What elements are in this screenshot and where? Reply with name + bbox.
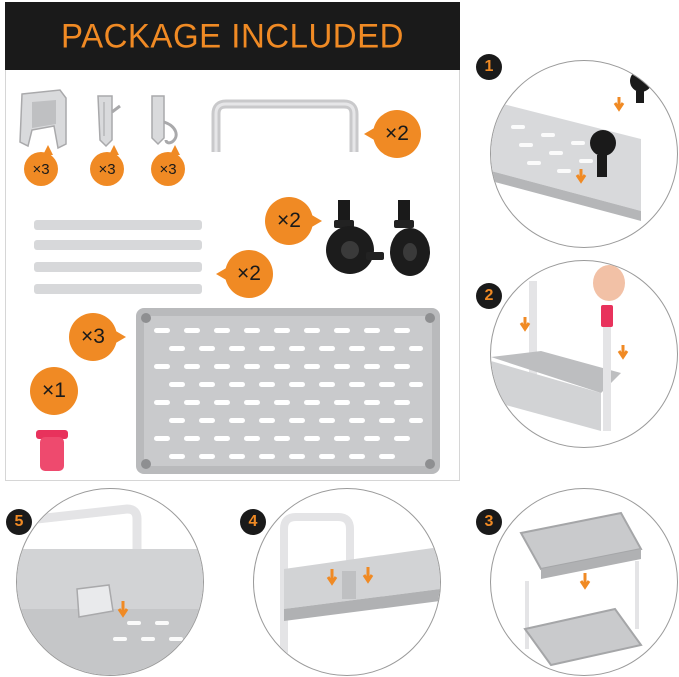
package-header: PACKAGE INCLUDED <box>5 2 460 70</box>
shelf-qty-badge: ×3 <box>69 313 126 361</box>
step-3-circle <box>490 488 678 676</box>
rod-qty-badge: ×2 <box>216 250 273 298</box>
hook-a-part <box>97 95 121 148</box>
cap-qty-badge: ×1 <box>30 367 78 415</box>
clip-part <box>19 89 67 150</box>
package-title: PACKAGE INCLUDED <box>61 16 404 55</box>
hook-a-qty-badge: ×3 <box>90 145 124 186</box>
step-2-badge: 2 <box>476 283 502 309</box>
step-1-circle <box>490 60 678 248</box>
step-5-badge: 5 <box>6 509 32 535</box>
step-2-circle <box>490 260 678 448</box>
step-3-badge: 3 <box>476 509 502 535</box>
step-4-circle <box>253 488 441 676</box>
clip-qty-badge: ×3 <box>24 145 58 186</box>
handle-part <box>211 99 359 152</box>
shelf-tray-part <box>136 308 440 474</box>
wheels-part <box>326 200 430 276</box>
hook-b-part <box>151 95 178 146</box>
hook-b-qty-badge: ×3 <box>151 145 185 186</box>
wheel-qty-badge: ×2 <box>265 197 322 245</box>
handle-qty-badge: ×2 <box>364 110 421 158</box>
rods-part <box>34 220 202 294</box>
cap-part <box>36 430 68 471</box>
step-5-circle <box>16 488 204 676</box>
step-4-badge: 4 <box>240 509 266 535</box>
step-1-badge: 1 <box>476 54 502 80</box>
